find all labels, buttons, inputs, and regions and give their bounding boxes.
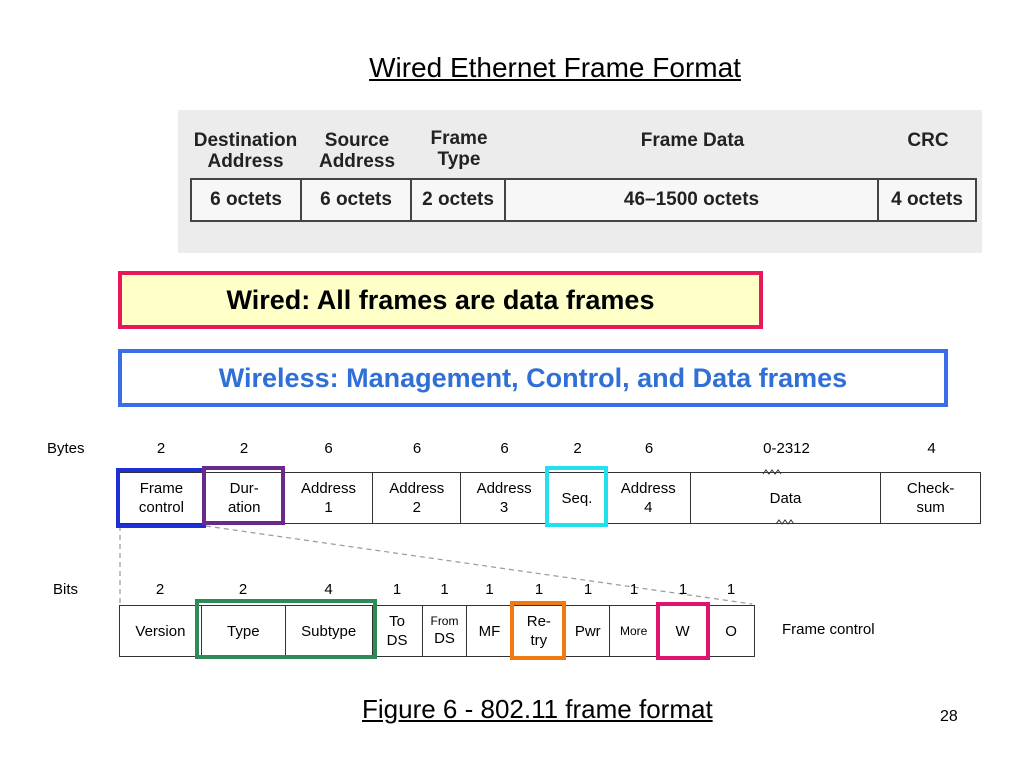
highlight-sequence: [545, 466, 608, 527]
byte-count: 2: [573, 440, 582, 457]
highlight-wep: [656, 602, 710, 660]
byte-count: 6: [644, 440, 654, 457]
bytes-label: Bytes: [47, 440, 85, 457]
byte-count: 6: [500, 440, 509, 457]
fc-field-order: O: [725, 622, 737, 640]
fc-field-more-data: More: [610, 606, 659, 656]
page-number: 28: [940, 708, 958, 725]
highlight-duration: [202, 466, 285, 525]
byte-count: 0-2312: [763, 440, 810, 457]
bit-count: 1: [440, 581, 449, 598]
eth-header-crc: CRC: [907, 130, 949, 151]
slide-title: Wired Ethernet Frame Format: [369, 52, 741, 83]
byte-count: 2: [156, 440, 166, 457]
eth-header-frame-type: Frame Type: [430, 128, 488, 170]
eth-size-source: 6 octets: [302, 180, 412, 220]
wireless-note-box: Wireless: Management, Control, and Data …: [118, 349, 948, 407]
fc-field-version: Version: [120, 606, 202, 656]
expansion-line-right: [205, 525, 753, 605]
fc-field-type: Type: [202, 606, 286, 656]
eth-header-source: Source Address: [318, 130, 396, 172]
byte-count: 6: [324, 440, 333, 457]
byte-count: 4: [927, 440, 936, 457]
fc-field-retry: Re-try: [512, 606, 567, 656]
ethernet-frame-table: 6 octets 6 octets 2 octets 46–1500 octet…: [190, 178, 977, 222]
highlight-type-subtype: [195, 599, 377, 659]
field-data: Data: [691, 473, 882, 523]
fc-field-subtype: Subtype: [286, 606, 373, 656]
eth-size-frame-data: 46–1500 octets: [506, 180, 879, 220]
bit-count: 1: [534, 581, 544, 598]
figure-caption: Figure 6 - 802.11 frame format: [362, 694, 713, 724]
bit-count: 4: [324, 581, 333, 598]
bit-count: 1: [583, 581, 593, 598]
eth-header-destination: Destination Address: [193, 130, 298, 172]
highlight-frame-control: [116, 468, 206, 528]
wired-note-box: Wired: All frames are data frames: [118, 271, 763, 329]
bit-count: 2: [155, 581, 165, 598]
data-break-top-icon: [762, 469, 782, 475]
bit-count: 1: [392, 581, 402, 598]
eth-size-frame-type: 2 octets: [412, 180, 506, 220]
bit-count: 1: [629, 581, 639, 598]
bit-count: 1: [726, 581, 736, 598]
field-checksum: Check-sum: [906, 480, 955, 516]
byte-count: 2: [239, 440, 249, 457]
bits-label: Bits: [53, 581, 79, 598]
fc-field-more-fragments: MF: [467, 606, 513, 656]
data-break-bottom-icon: [775, 519, 795, 525]
byte-count: 6: [412, 440, 422, 457]
fc-field-power: Pwr: [566, 606, 611, 656]
bit-count: 1: [678, 581, 688, 598]
highlight-retry: [510, 601, 566, 660]
eth-size-destination: 6 octets: [192, 180, 302, 220]
eth-size-crc: 4 octets: [891, 189, 963, 210]
eth-header-frame-data: Frame Data: [640, 130, 745, 151]
bit-count: 1: [485, 581, 494, 598]
frame-control-caption: Frame control: [782, 621, 875, 638]
bit-count: 2: [238, 581, 248, 598]
